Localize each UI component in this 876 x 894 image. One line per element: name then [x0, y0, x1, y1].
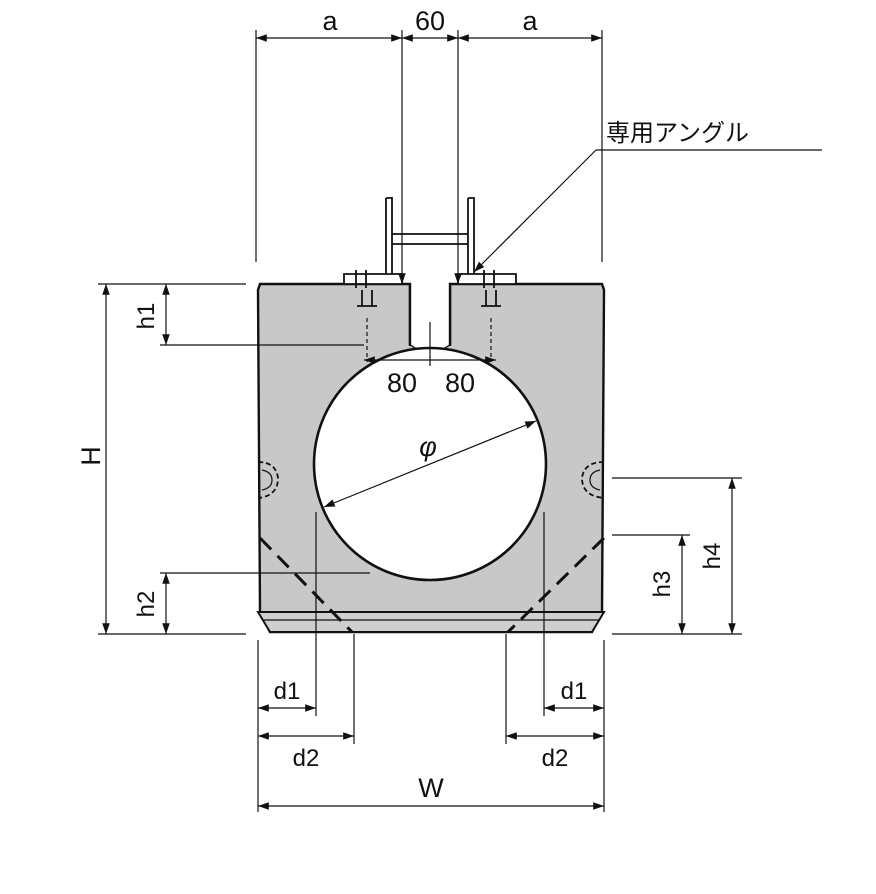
special-angle-left — [343, 197, 403, 288]
dim-h2: h2 — [133, 591, 160, 618]
dim-d2-left: d2 — [293, 745, 320, 772]
anchor-bolt-right — [481, 290, 501, 362]
special-angle-right — [457, 197, 517, 288]
dim-h1: h1 — [133, 303, 160, 330]
anchor-bolt-left — [357, 290, 377, 362]
lifting-recess-right — [581, 461, 605, 499]
dim-a-left: a — [322, 6, 338, 36]
base-band — [256, 611, 606, 633]
dim-80-right: 80 — [445, 368, 475, 398]
center-slot — [410, 284, 450, 352]
dashed-chamfer-right — [506, 536, 606, 634]
dim-a-right: a — [522, 6, 538, 36]
dim-W: W — [418, 773, 444, 803]
dashed-chamfer-left — [258, 536, 354, 634]
dim-d1-left: d1 — [274, 678, 301, 705]
dim-H: H — [76, 446, 106, 466]
dim-80-left: 80 — [387, 368, 417, 398]
dim-h3: h3 — [649, 571, 676, 598]
dim-h4: h4 — [699, 543, 726, 570]
callout-special-angle: 専用アングル — [606, 119, 749, 147]
dim-d2-right: d2 — [542, 745, 569, 772]
lifting-recess-left — [257, 461, 279, 499]
dim-d1-right: d1 — [561, 678, 588, 705]
dim-diameter: φ — [419, 432, 437, 462]
dim-60: 60 — [415, 6, 445, 36]
